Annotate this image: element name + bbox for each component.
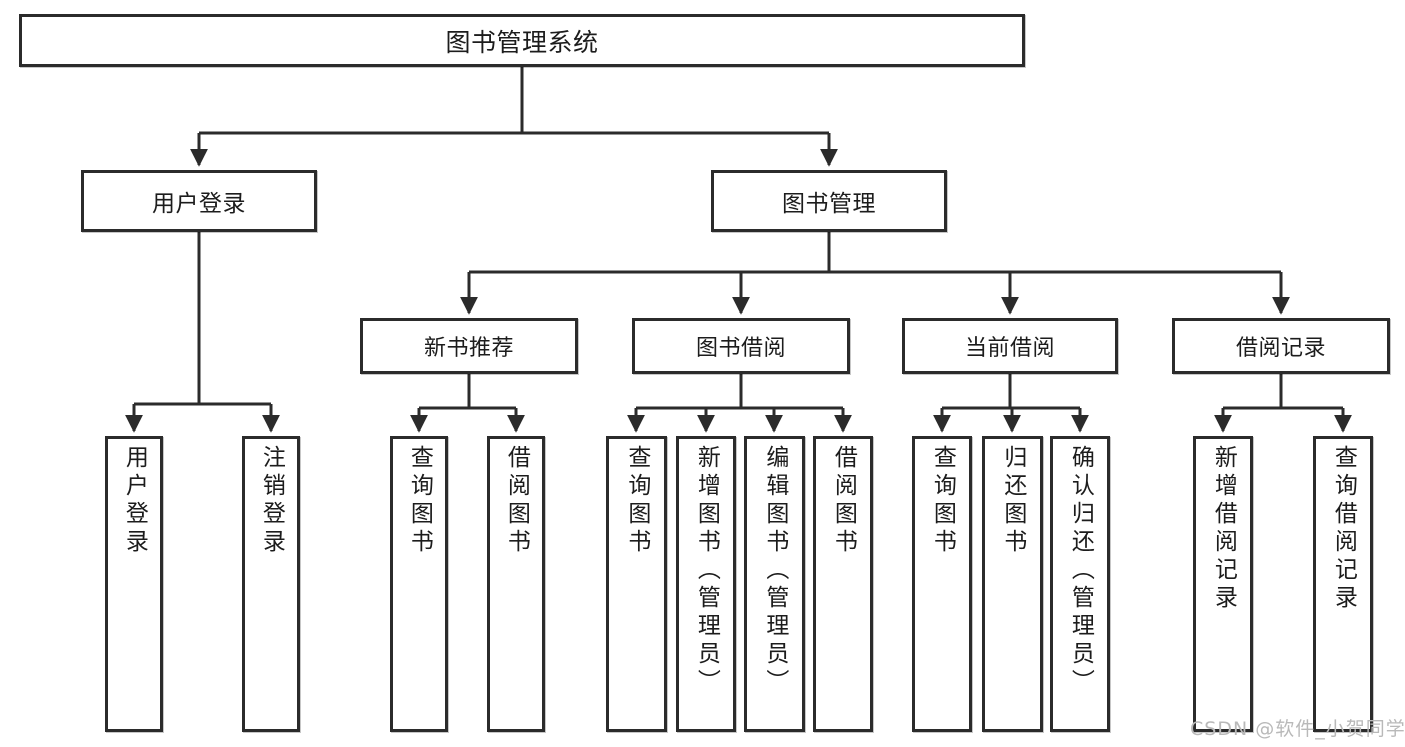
node-borrow-record[interactable]: 借阅记录 xyxy=(1172,318,1390,374)
leaf-user-login-label: 用户登录 xyxy=(121,445,148,557)
node-book-borrow-label: 图书借阅 xyxy=(695,336,786,361)
leaf-confirm-return-label: 确认归还（管理员） xyxy=(1067,445,1094,697)
leaf-borrow-book-1-label: 借阅图书 xyxy=(503,445,530,557)
leaf-confirm-return[interactable]: 确认归还（管理员） xyxy=(1050,436,1110,732)
leaf-query-book-1[interactable]: 查询图书 xyxy=(390,436,448,732)
leaf-return-book[interactable]: 归还图书 xyxy=(982,436,1043,732)
leaf-user-logout-label: 注销登录 xyxy=(258,445,285,557)
node-root-label: 图书管理系统 xyxy=(445,27,599,57)
leaf-edit-book[interactable]: 编辑图书（管理员） xyxy=(744,436,805,732)
leaf-user-login[interactable]: 用户登录 xyxy=(105,436,163,732)
node-user-login-label: 用户登录 xyxy=(152,191,246,217)
leaf-query-book-1-label: 查询图书 xyxy=(406,445,433,557)
node-current-borrow-label: 当前借阅 xyxy=(964,336,1055,361)
node-book-manage[interactable]: 图书管理 xyxy=(711,170,947,232)
leaf-return-book-label: 归还图书 xyxy=(999,445,1026,557)
leaf-query-record[interactable]: 查询借阅记录 xyxy=(1313,436,1373,732)
leaf-add-record-label: 新增借阅记录 xyxy=(1210,445,1237,613)
node-new-book-rec-label: 新书推荐 xyxy=(423,336,514,361)
node-book-manage-label: 图书管理 xyxy=(782,191,876,217)
leaf-query-book-2-label: 查询图书 xyxy=(623,445,650,557)
leaf-add-book[interactable]: 新增图书（管理员） xyxy=(676,436,736,732)
node-borrow-record-label: 借阅记录 xyxy=(1235,336,1326,361)
leaf-edit-book-label: 编辑图书（管理员） xyxy=(761,445,788,697)
node-user-login[interactable]: 用户登录 xyxy=(81,170,317,232)
leaf-query-book-2[interactable]: 查询图书 xyxy=(606,436,667,732)
leaf-user-logout[interactable]: 注销登录 xyxy=(242,436,300,732)
node-root[interactable]: 图书管理系统 xyxy=(19,14,1025,67)
leaf-query-book-3[interactable]: 查询图书 xyxy=(912,436,972,732)
leaf-borrow-book-2[interactable]: 借阅图书 xyxy=(813,436,873,732)
csdn-watermark: CSDN @软件_小贺同学 xyxy=(1190,718,1405,740)
leaf-borrow-book-1[interactable]: 借阅图书 xyxy=(487,436,545,732)
node-book-borrow[interactable]: 图书借阅 xyxy=(632,318,850,374)
node-current-borrow[interactable]: 当前借阅 xyxy=(902,318,1118,374)
leaf-borrow-book-2-label: 借阅图书 xyxy=(830,445,857,557)
node-new-book-rec[interactable]: 新书推荐 xyxy=(360,318,578,374)
leaf-query-book-3-label: 查询图书 xyxy=(929,445,956,557)
leaf-query-record-label: 查询借阅记录 xyxy=(1330,445,1357,613)
leaf-add-record[interactable]: 新增借阅记录 xyxy=(1193,436,1253,732)
leaf-add-book-label: 新增图书（管理员） xyxy=(693,445,720,697)
